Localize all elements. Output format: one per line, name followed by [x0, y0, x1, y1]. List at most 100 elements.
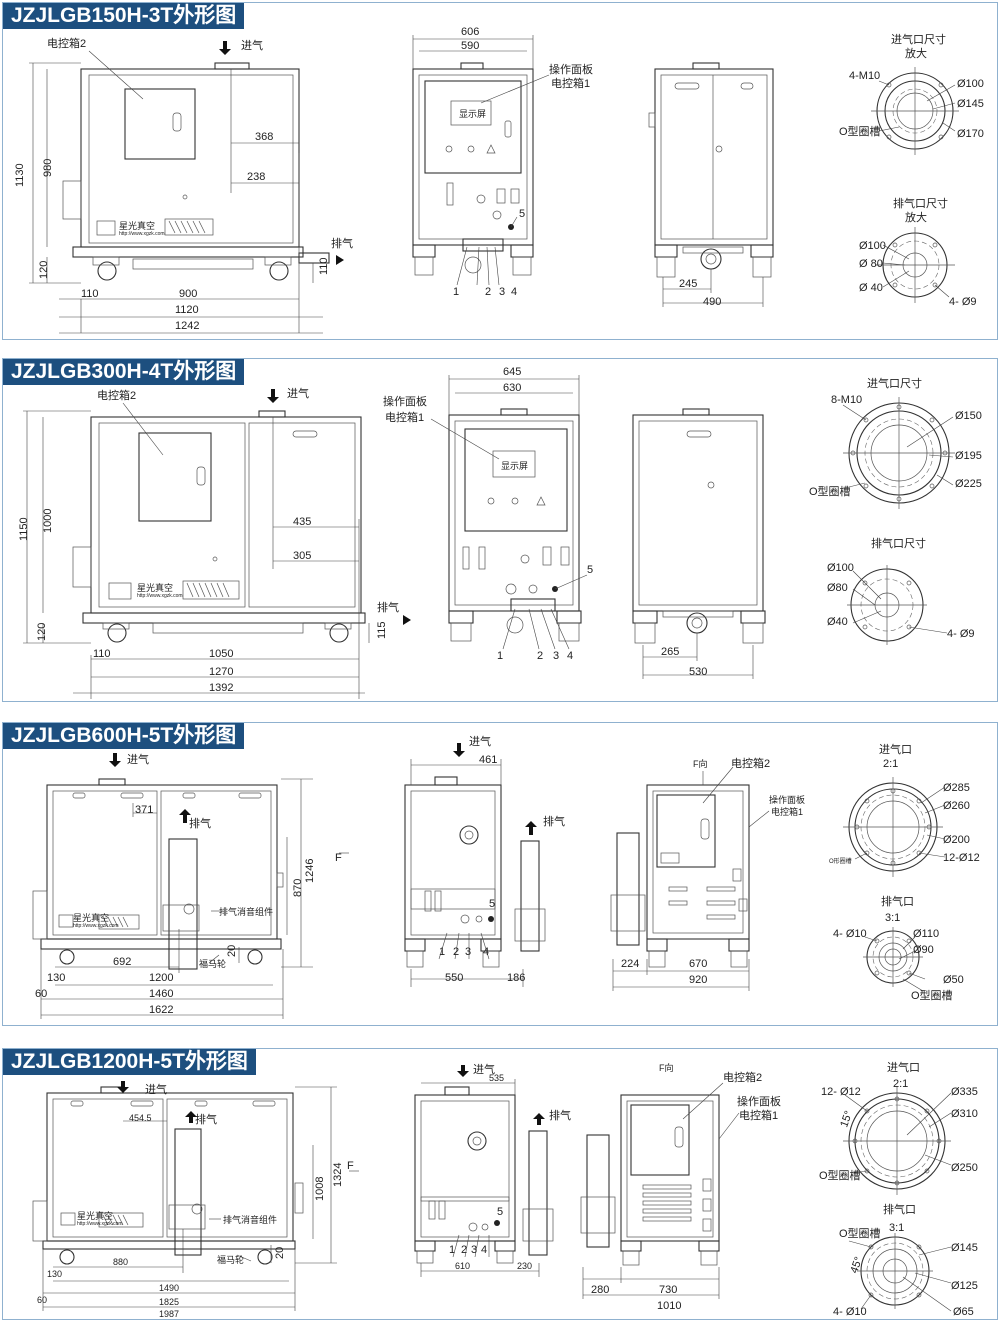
outlet-detail — [863, 927, 926, 992]
num-1: 1 — [453, 286, 459, 298]
outlet-detail — [847, 565, 948, 645]
dim-s2: 670 — [689, 958, 707, 970]
section-title: JZJLGB1200H-5T外形图 — [3, 1049, 256, 1075]
drawing-600h: 进气 排气 F 星光真空 http://www.xgzk.com 排气消音组件 … — [32, 734, 980, 1019]
front-view — [404, 743, 546, 987]
dim-h1: 1324 — [332, 1163, 344, 1187]
outlet-d2: Ø125 — [951, 1280, 978, 1292]
inlet-title: 进气口 — [879, 742, 912, 756]
num-3: 3 — [499, 286, 505, 298]
inlet-d1: Ø100 — [957, 78, 984, 90]
inlet-d3: Ø225 — [955, 478, 982, 490]
brand-url: http://www.xgzk.com — [119, 231, 165, 237]
dim-w4: 60 — [37, 1295, 47, 1305]
rear-view — [632, 408, 766, 679]
rear-view — [648, 62, 774, 307]
outlet-bolt: 4- Ø10 — [833, 928, 867, 940]
inlet-scale: 2:1 — [883, 758, 898, 770]
brand-url: http://www.xgzk.com — [73, 923, 119, 929]
side-view — [29, 41, 344, 334]
inlet-d1: Ø285 — [943, 782, 970, 794]
num-5: 5 — [489, 898, 495, 910]
label-wheel: 福马轮 — [217, 1254, 244, 1265]
dim-h4: 115 — [376, 621, 388, 639]
brand-name: 星光真空 — [137, 582, 173, 593]
label-jinqi: 进气 — [127, 752, 149, 766]
dim-s1: 265 — [661, 646, 679, 658]
label-ekx1: 电控箱1 — [771, 806, 803, 817]
inlet-bolt: 8-M10 — [831, 394, 862, 406]
drawing-150h: 电控箱2 进气 排气 星光真空 http://www.xgzk.com 1130… — [14, 26, 984, 334]
brand-name: 星光真空 — [119, 220, 155, 231]
section-1200h: JZJLGB1200H-5T外形图 — [2, 1048, 998, 1320]
label-jinqi-front: 进气 — [469, 734, 491, 748]
num-5: 5 — [497, 1206, 503, 1218]
inlet-bolt: 4-M10 — [849, 70, 880, 82]
dim-h1: 1246 — [304, 859, 316, 883]
dim-f1: 645 — [503, 366, 521, 378]
label-muffler: 排气消音组件 — [219, 906, 273, 917]
dim-f3: 186 — [507, 972, 525, 984]
dim-h4: 110 — [318, 257, 330, 275]
section-title: JZJLGB300H-4T外形图 — [3, 359, 245, 385]
label-czmb: 操作面板 — [383, 394, 427, 408]
dim-a1: 454.5 — [129, 1113, 152, 1123]
label-f: F — [347, 1160, 354, 1172]
label-fxiang: F向 — [693, 758, 708, 769]
outlet-bolt: 4- Ø9 — [949, 296, 977, 308]
drawing-300h: 电控箱2 进气 排气 星光真空 http://www.xgzk.com 1150… — [18, 366, 982, 699]
outlet-d3: Ø40 — [827, 616, 848, 628]
inlet-d2: Ø145 — [957, 98, 984, 110]
inlet-bolt: 12-Ø12 — [943, 852, 980, 864]
outlet-scale: 放大 — [905, 210, 927, 224]
label-f: F — [335, 852, 342, 864]
dim-w4: 1392 — [209, 682, 233, 694]
dim-h3: 120 — [36, 623, 48, 641]
dim-w4: 60 — [35, 988, 47, 1000]
dim-w5: 1825 — [159, 1297, 179, 1307]
label-ekx2: 电控箱2 — [731, 756, 770, 770]
outlet-bolt: 4- Ø10 — [833, 1306, 867, 1318]
inlet-oring: O形圈槽 — [829, 857, 852, 865]
section-title: JZJLGB600H-5T外形图 — [3, 723, 245, 749]
inlet-detail — [843, 1087, 952, 1195]
num-3: 3 — [471, 1244, 477, 1256]
section-300h: JZJLGB300H-4T外形图 — [2, 358, 998, 702]
dim-w1: 110 — [81, 288, 99, 300]
drawing-1200h: 进气 排气 F 星光真空 http://www.xgzk.com 排气消音组件 … — [32, 1060, 978, 1319]
inlet-d1: Ø335 — [951, 1086, 978, 1098]
brand-url: http://www.xgzk.com — [137, 593, 183, 599]
inlet-oring: O型圈槽 — [809, 484, 851, 498]
section-title: JZJLGB150H-3T外形图 — [3, 3, 245, 29]
outlet-d3: Ø 40 — [859, 282, 883, 294]
label-paiqi: 排气 — [189, 816, 211, 830]
outlet-d2: Ø80 — [827, 582, 848, 594]
num-2: 2 — [537, 650, 543, 662]
num-4: 4 — [481, 1244, 487, 1256]
label-paiqi-front: 排气 — [549, 1108, 571, 1122]
dim-w2: 130 — [47, 1269, 62, 1279]
dim-w2: 130 — [47, 972, 65, 984]
inlet-detail — [843, 777, 946, 877]
inlet-title: 进气口 — [887, 1060, 920, 1074]
outlet-d1: Ø100 — [859, 240, 886, 252]
dim-f2: 610 — [455, 1261, 470, 1271]
num-3: 3 — [553, 650, 559, 662]
dim-w4: 1242 — [175, 320, 199, 332]
inlet-d2: Ø195 — [955, 450, 982, 462]
outlet-d3: Ø50 — [943, 974, 964, 986]
label-jinqi: 进气 — [145, 1082, 167, 1096]
dim-h2: 980 — [42, 159, 54, 177]
inlet-ang: 15° — [838, 1109, 855, 1129]
inlet-detail — [871, 67, 959, 155]
label-ekx1: 电控箱1 — [739, 1108, 778, 1122]
dim-h2: 1008 — [314, 1177, 326, 1201]
num-4: 4 — [511, 286, 517, 298]
num-1: 1 — [497, 650, 503, 662]
fview — [610, 766, 770, 991]
dim-f1: 606 — [461, 26, 479, 38]
num-1: 1 — [449, 1244, 455, 1256]
brand-name: 星光真空 — [73, 912, 109, 923]
label-czmb: 操作面板 — [737, 1094, 781, 1108]
dim-f3: 230 — [517, 1261, 532, 1271]
